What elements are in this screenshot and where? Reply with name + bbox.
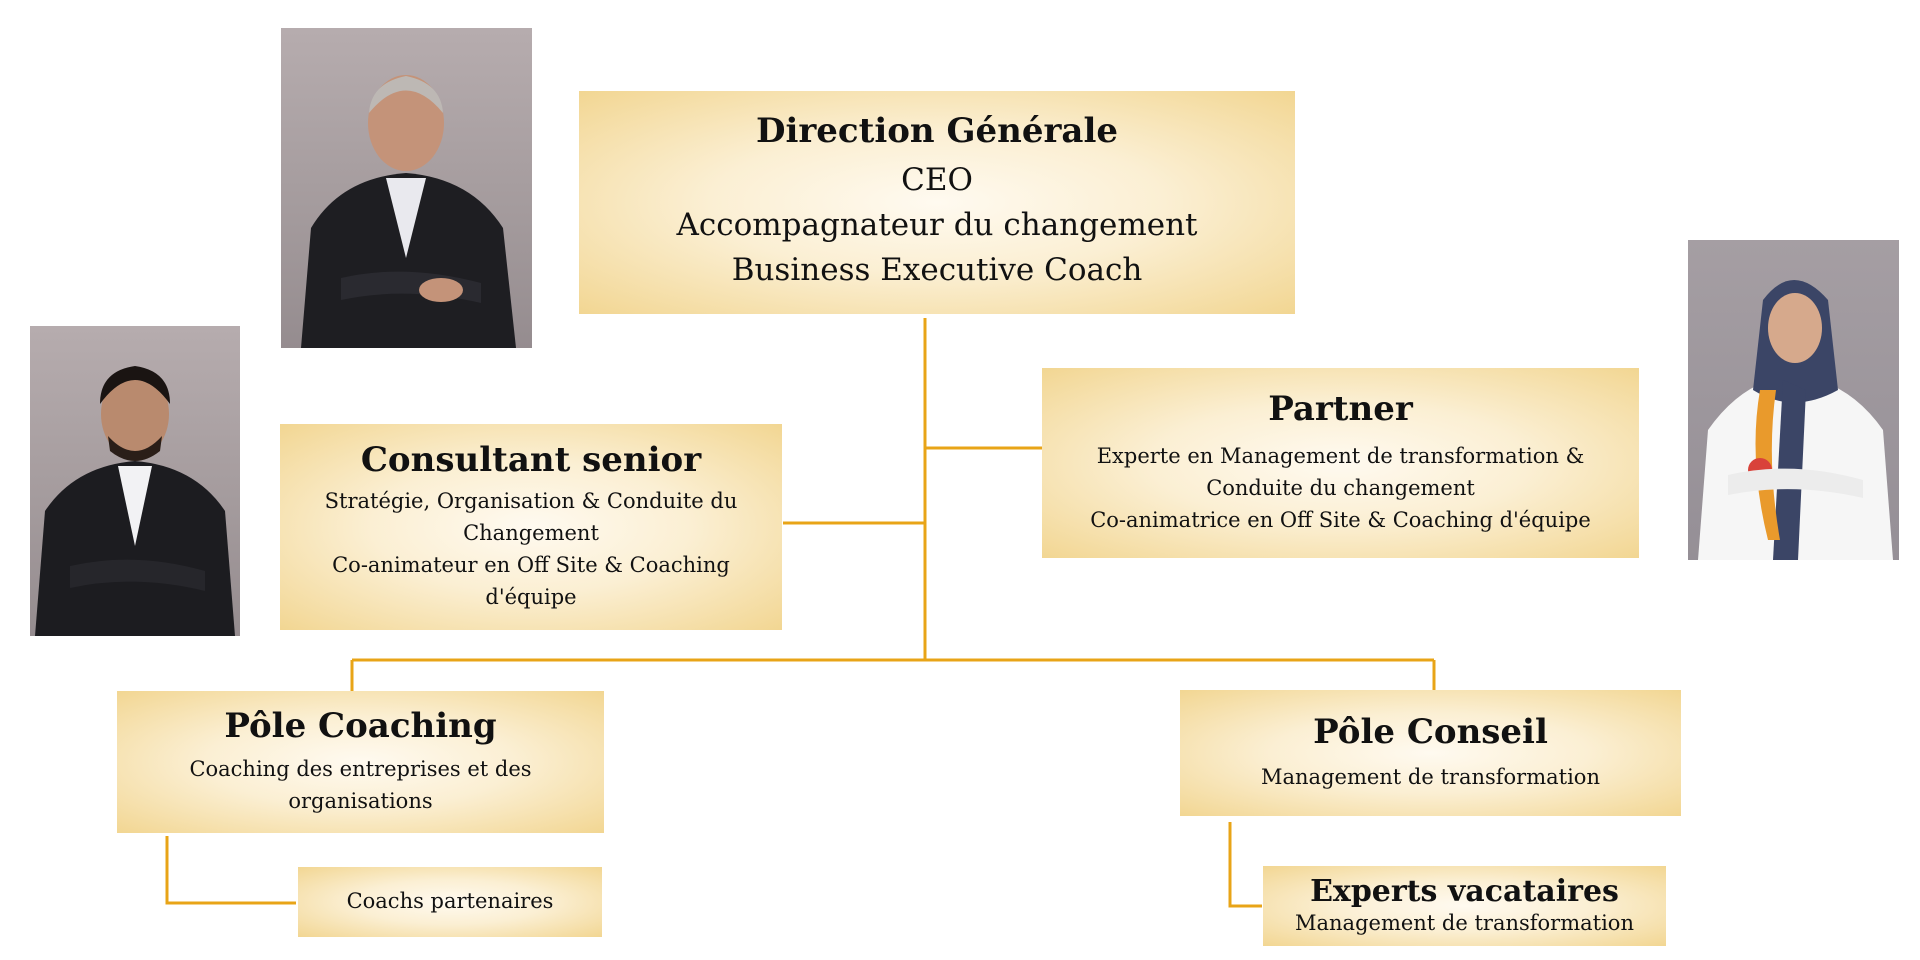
portrait-consultant-photo bbox=[30, 326, 240, 636]
connector-coachs bbox=[165, 836, 296, 905]
node-line: Experte en Management de transformation … bbox=[1096, 443, 1585, 468]
node-line: Changement bbox=[463, 520, 599, 545]
node-title: Experts vacataires bbox=[1310, 874, 1619, 909]
node-partner: Partner Experte en Management de transfo… bbox=[1042, 368, 1639, 558]
node-line: Co-animateur en Off Site & Coaching bbox=[332, 552, 730, 577]
node-line: Co-animatrice en Off Site & Coaching d'é… bbox=[1090, 507, 1591, 532]
node-line: Management de transformation bbox=[1261, 764, 1600, 789]
person-silhouette-icon bbox=[301, 75, 516, 348]
node-pole-conseil: Pôle Conseil Management de transformatio… bbox=[1180, 690, 1681, 816]
person-silhouette-icon bbox=[1698, 280, 1893, 560]
node-pole-coaching: Pôle Coaching Coaching des entreprises e… bbox=[117, 691, 604, 833]
node-title: Pôle Coaching bbox=[224, 706, 497, 747]
node-coachs-partenaires: Coachs partenaires bbox=[298, 867, 602, 937]
node-title: Pôle Conseil bbox=[1313, 712, 1548, 753]
node-line: Coaching des entreprises et des bbox=[189, 756, 532, 781]
portrait-ceo-photo bbox=[281, 28, 532, 348]
node-line: organisations bbox=[288, 788, 433, 813]
node-label: Coachs partenaires bbox=[346, 889, 554, 914]
node-consultant-senior: Consultant senior Stratégie, Organisatio… bbox=[280, 424, 782, 630]
node-experts-vacataires: Experts vacataires Management de transfo… bbox=[1263, 866, 1666, 946]
node-line: Stratégie, Organisation & Conduite du bbox=[324, 488, 738, 513]
node-line: d'équipe bbox=[485, 584, 577, 609]
node-line: Business Executive Coach bbox=[731, 251, 1143, 288]
node-title: Consultant senior bbox=[360, 440, 702, 481]
node-line: Management de transformation bbox=[1295, 911, 1634, 935]
node-direction-generale: Direction Générale CEO Accompagnateur du… bbox=[579, 91, 1295, 314]
node-title: Direction Générale bbox=[755, 111, 1118, 152]
node-line: Accompagnateur du changement bbox=[676, 206, 1198, 243]
node-title: Partner bbox=[1268, 389, 1413, 430]
node-line: Conduite du changement bbox=[1206, 475, 1475, 500]
node-line: CEO bbox=[901, 161, 973, 198]
person-silhouette-icon bbox=[35, 366, 235, 636]
portrait-partner-photo bbox=[1688, 240, 1899, 560]
connector-experts bbox=[1228, 822, 1262, 908]
